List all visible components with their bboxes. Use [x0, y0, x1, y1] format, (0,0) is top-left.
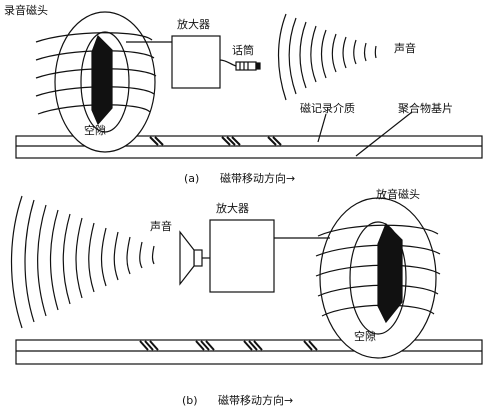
caption-b-text: 磁带移动方向→: [218, 393, 293, 407]
sound-a-label: 声音: [394, 41, 416, 55]
caption-b-letter: (b): [182, 394, 198, 407]
sound-waves-a: [277, 13, 377, 101]
polymer-base-label: 聚合物基片: [398, 101, 453, 115]
speaker-icon: [179, 230, 210, 286]
record-head: [35, 11, 157, 153]
amplifier-a-box: [171, 35, 221, 89]
gap-a-label: 空隙: [84, 123, 106, 137]
gap-b-label: 空隙: [354, 329, 376, 343]
playback-head-label: 放音磁头: [376, 187, 420, 201]
sound-b-label: 声音: [150, 219, 172, 233]
record-head-label: 录音磁头: [4, 3, 48, 17]
tape-a-magnetic-marks: [149, 136, 282, 146]
caption-a-text: 磁带移动方向→: [220, 171, 295, 185]
microphone-icon: [219, 59, 261, 71]
microphone-label: 话筒: [232, 43, 254, 57]
magnetic-medium-label: 磁记录介质: [300, 102, 355, 115]
caption-a-letter: (a): [184, 172, 199, 185]
tape-b-magnetic-marks: [139, 340, 318, 351]
amplifier-b-box: [209, 219, 275, 293]
sound-waves-b: [10, 195, 155, 329]
playback-head: [315, 197, 441, 359]
amplifier-a-label: 放大器: [177, 17, 210, 31]
amplifier-b-label: 放大器: [216, 201, 249, 215]
base-leader: [355, 111, 413, 157]
medium-leader: [317, 113, 327, 143]
